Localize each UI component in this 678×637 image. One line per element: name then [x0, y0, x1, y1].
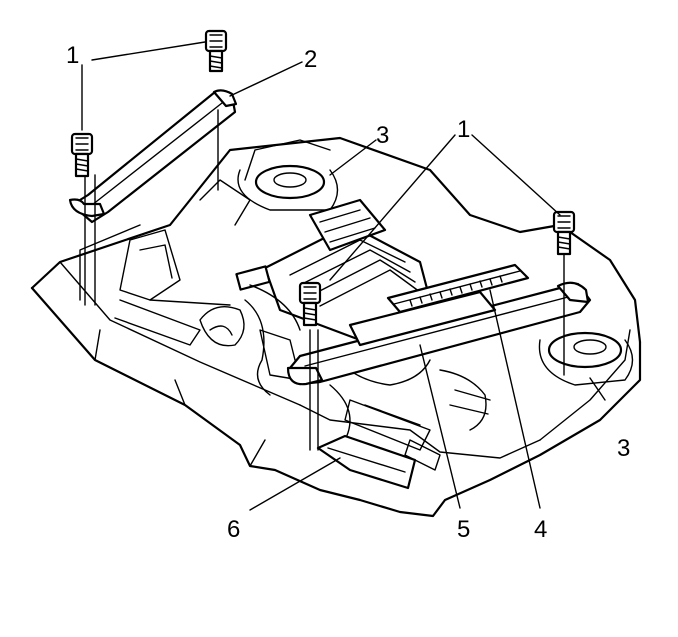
mounting-studs	[84, 109, 565, 451]
callout-4: 4	[534, 516, 547, 543]
right-cross-brace	[286, 281, 592, 386]
left-strut-tower	[237, 164, 339, 211]
callout-1-left: 1	[66, 42, 79, 69]
bolt-left	[70, 132, 94, 178]
bolt-top	[204, 29, 228, 73]
callout-5: 5	[457, 516, 470, 543]
front-support-6	[316, 434, 417, 490]
bolt-right	[552, 210, 576, 256]
bolt-center	[298, 281, 322, 327]
callout-3-right: 3	[617, 435, 630, 462]
callout-2: 2	[304, 46, 317, 73]
right-strut-tower	[538, 331, 634, 386]
leader-lines	[81, 41, 606, 511]
callout-1-right: 1	[457, 116, 470, 143]
callout-3-top: 3	[376, 122, 389, 149]
callout-6: 6	[227, 516, 240, 543]
engine-cover-4	[386, 263, 530, 314]
callout-labels: 1 2 3 1 3 6 5 4	[66, 42, 630, 543]
